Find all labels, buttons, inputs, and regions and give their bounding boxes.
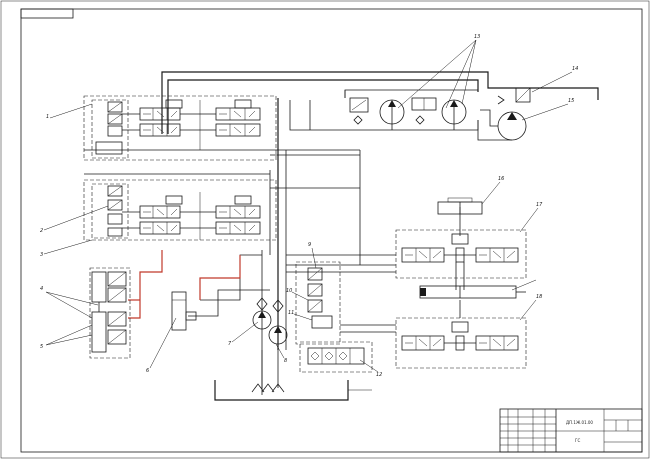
motor-icon — [441, 99, 467, 125]
label-6: 6 — [146, 368, 149, 374]
label-9: 9 — [308, 242, 311, 248]
label-13: 13 — [474, 34, 480, 40]
inner-frame — [20, 8, 643, 453]
label-11: 11 — [288, 310, 294, 316]
valve-icon — [411, 97, 437, 125]
label-17: 17 — [536, 202, 543, 208]
corner-stamp — [20, 8, 74, 19]
motor-row — [349, 87, 531, 141]
label-3: 3 — [40, 252, 43, 258]
cylinder-icon — [419, 285, 526, 299]
label-8: 8 — [284, 358, 287, 364]
label-2: 2 — [40, 228, 43, 234]
label-7: 7 — [228, 341, 232, 347]
leader-lines — [43, 39, 573, 391]
label-15: 15 — [568, 98, 574, 104]
tank-icon — [251, 383, 285, 393]
filter-group — [299, 341, 373, 373]
highlight-lines — [128, 250, 241, 319]
accumulator-icon — [171, 291, 197, 331]
cylinder-icon — [437, 197, 483, 215]
filter-icon — [256, 297, 284, 313]
pump-icon — [252, 310, 272, 330]
label-10: 10 — [286, 288, 292, 294]
pump-icon — [268, 325, 288, 345]
label-4: 4 — [40, 286, 43, 292]
label-14: 14 — [572, 66, 578, 72]
valve-group-lower-left — [89, 267, 131, 359]
actuator-group-upper — [395, 197, 527, 279]
valve-icon — [349, 97, 369, 125]
valve-group-middle — [83, 179, 277, 241]
valve-group-upper — [83, 95, 277, 161]
label-16: 16 — [498, 176, 504, 182]
label-1: 1 — [46, 114, 49, 120]
label-5: 5 — [40, 344, 43, 350]
valve-icon — [215, 99, 261, 137]
label-18: 18 — [536, 294, 542, 300]
reference-labels: 1 2 3 4 5 6 7 8 9 10 11 12 13 14 15 16 1… — [40, 34, 578, 378]
title-code: ДП.1Ж.01.00 — [566, 420, 593, 425]
motor-icon — [497, 111, 527, 141]
valve-icon — [139, 99, 183, 137]
title-block: ДП.1Ж.01.00 ГС — [499, 408, 643, 453]
label-12: 12 — [376, 372, 382, 378]
actuator-group-lower — [395, 317, 527, 369]
title-sub: ГС — [575, 438, 580, 443]
valve-icon — [215, 195, 261, 235]
pipelines — [84, 71, 599, 401]
valve-icon — [139, 195, 183, 235]
motor-icon — [379, 99, 405, 125]
valve-group-center — [295, 261, 341, 345]
